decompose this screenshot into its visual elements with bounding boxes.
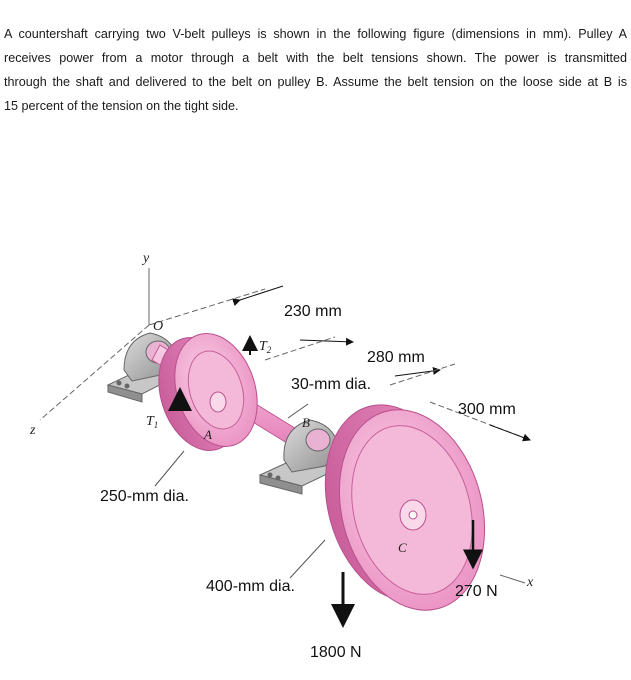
point-c-label: C	[398, 540, 407, 555]
point-b-label: B	[302, 415, 310, 430]
dim-300-label: 300 mm	[458, 401, 516, 418]
tension-2-label: T2	[259, 339, 272, 355]
dim-230-line	[232, 285, 284, 306]
pulley-a	[158, 333, 258, 451]
problem-line-3: through the shaft and delivered to the b…	[4, 75, 627, 89]
point-o-label: O	[153, 319, 163, 334]
shaft-dia-label: 30-mm dia.	[291, 376, 371, 393]
y-axis-label: y	[141, 251, 150, 266]
dim-230-extension	[264, 336, 336, 361]
force-270-label: 270 N	[455, 583, 498, 600]
problem-line-4: 15 percent of the tension on the tight s…	[4, 99, 239, 113]
dim-280-arrow	[394, 366, 441, 377]
x-axis-line	[499, 574, 526, 584]
leader-b	[287, 403, 309, 419]
dim-300-arrow	[489, 424, 531, 442]
leader-400-dia	[289, 539, 326, 579]
x-axis-label: x	[526, 575, 534, 590]
point-a-label: A	[203, 427, 212, 442]
shaft-centerline	[148, 288, 266, 326]
problem-line-1: A countershaft carrying two V-belt pulle…	[4, 27, 627, 41]
tension-1-label: T1	[146, 414, 158, 430]
pulley-c	[324, 404, 486, 611]
pulley-c-dia-label: 400-mm dia.	[206, 578, 295, 595]
z-axis-line	[39, 324, 150, 421]
problem-statement: A countershaft carrying two V-belt pulle…	[4, 22, 627, 118]
problem-line-2: receives power from a motor through a be…	[4, 51, 627, 65]
dim-230-label: 230 mm	[284, 303, 342, 320]
leader-250-dia	[154, 450, 185, 487]
z-axis-label: z	[29, 423, 36, 438]
dim-280-label: 280 mm	[367, 349, 425, 366]
pulley-a-dia-label: 250-mm dia.	[100, 488, 189, 505]
force-1800-label: 1800 N	[310, 644, 362, 661]
dim-230-arrow	[299, 337, 354, 346]
dim-280-extension	[389, 363, 456, 386]
